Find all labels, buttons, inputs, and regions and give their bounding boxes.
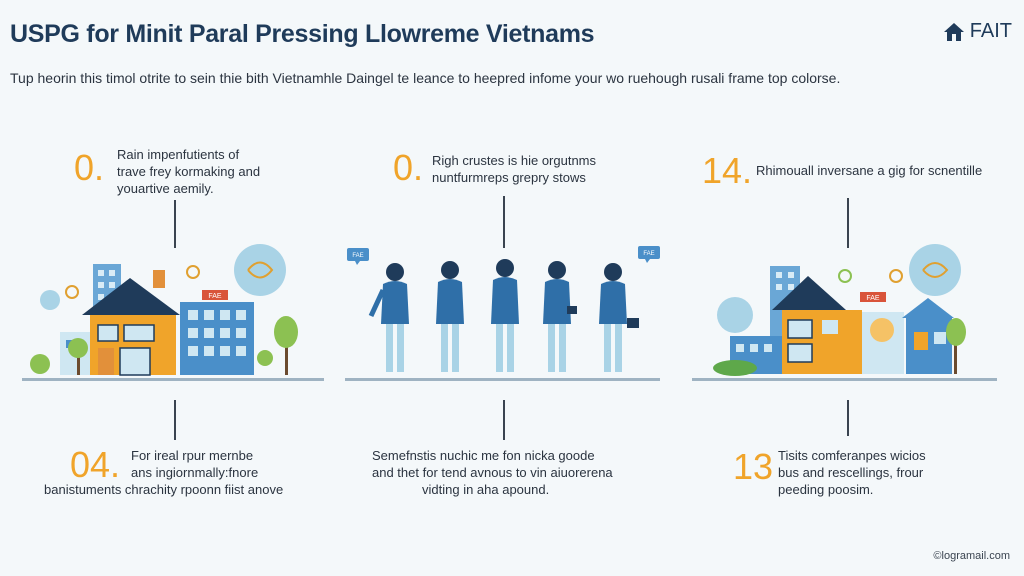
bottom-item-1-line1: For ireal rpur mernbe [131, 448, 254, 463]
ground-line [692, 378, 997, 381]
connector-line [174, 400, 176, 440]
footer-credit: ©logramail.com [933, 550, 1010, 562]
sun-icon [234, 244, 286, 296]
sign-label: FAE [208, 293, 222, 300]
sign-label: FAE [866, 295, 880, 302]
brand-label: FAIT [969, 20, 1012, 42]
bottom-item-3-line3: peeding poosim. [778, 482, 874, 497]
home-icon [943, 22, 964, 41]
bottom-item-1-number: 04. [70, 444, 121, 485]
bottom-item-1-line2: ans ingiornmally:fnore [131, 465, 259, 480]
connector-line [503, 196, 505, 248]
gear-icon [889, 269, 903, 283]
top-item-1-text: Rain impenfutients of trave frey kormaki… [117, 146, 260, 197]
top-item-1-line2: trave frey kormaking and [117, 164, 261, 179]
page-title: USPG for Minit Paral Pressing Llowreme V… [10, 20, 595, 48]
top-item-3-text: Rhimouall inversane a gig for scnentille [756, 162, 982, 179]
top-item-2-text: Righ crustes is hie orgutnms nuntfurmrep… [432, 152, 596, 186]
speech-bubble-icon: FAE [347, 248, 369, 265]
top-item-2-number: 0. [393, 147, 424, 188]
top-item-2-line1: Righ crustes is hie orgutnms [432, 153, 597, 168]
brand-logo: FAIT [942, 20, 1012, 43]
person-figure [491, 259, 519, 372]
bottom-item-2-line1: Semefnstis nuchic me fon nicka goode [372, 448, 595, 463]
bottom-item-2-text: Semefnstis nuchic me fon nicka goode and… [372, 447, 662, 498]
gear-icon [838, 269, 852, 283]
person-figure [436, 261, 464, 372]
ground-line [22, 378, 324, 381]
page-subtitle: Tup heorin this timol otrite to sein thi… [10, 70, 841, 86]
top-item-3-number: 14. [702, 150, 753, 191]
bottom-item-3-text: Tisits comferanpes wicios bus and rescel… [778, 447, 926, 498]
bottom-item-2-line3: vidting in aha apound. [422, 482, 550, 497]
svg-text:FAE: FAE [352, 253, 363, 259]
sun-icon [909, 244, 961, 296]
bottom-item-3-line2: bus and rescellings, frour [778, 465, 924, 480]
connector-line [174, 200, 176, 248]
top-item-1-line3: youartive aemily. [117, 181, 214, 196]
svg-text:FAE: FAE [643, 251, 654, 257]
person-figure [599, 263, 639, 372]
connector-line [847, 400, 849, 436]
top-item-1-number: 0. [74, 147, 105, 188]
gear-icon [65, 285, 79, 299]
neighborhood-illustration: FAE [713, 244, 966, 376]
bottom-item-1-line3: banistuments chrachity rpoonn fiist anov… [44, 482, 284, 497]
speech-bubble-icon: FAE [638, 246, 660, 263]
bottom-item-2-line2: and thet for tend avnous to vin aiuorere… [372, 465, 613, 480]
bottom-item-1-text: For ireal rpur mernbe ans ingiornmally:f… [44, 447, 344, 498]
person-figure [368, 263, 409, 372]
bottom-item-3-line1: Tisits comferanpes wicios [778, 448, 926, 463]
ground-line [345, 378, 660, 381]
top-item-3-line1: Rhimouall inversane a gig for scnentille [756, 163, 983, 178]
connector-line [503, 400, 505, 440]
gear-icon [186, 265, 200, 279]
top-item-2-line2: nuntfurmreps grepry stows [432, 170, 586, 185]
top-item-1-line1: Rain impenfutients of [117, 147, 240, 162]
person-figure [543, 261, 577, 372]
people-illustration: FAE FAE [347, 246, 660, 372]
connector-line [847, 198, 849, 248]
bottom-item-3-number: 13 [733, 446, 774, 487]
houses-illustration: FAE [30, 244, 298, 376]
